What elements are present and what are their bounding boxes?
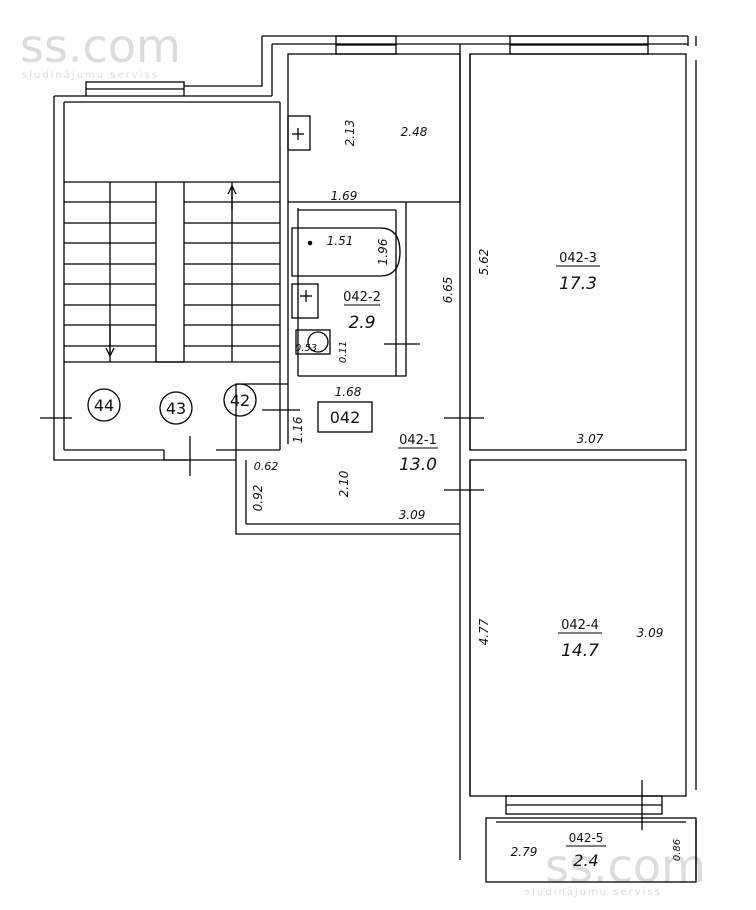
- stair-marker-43: 43: [166, 399, 186, 418]
- watermark-tagline-bottom: sludinājumu serviss: [525, 887, 662, 898]
- dim-hall-depth: 2.10: [337, 470, 351, 497]
- dim-tub-width: 1.96: [376, 238, 390, 265]
- dim-bath-width: 1.69: [331, 189, 358, 203]
- dim-niche-depth: 0.92: [251, 485, 265, 512]
- dim-room3-length: 5.62: [477, 249, 491, 276]
- stair-marker-44-circle: [87, 388, 121, 422]
- dim-wc-width: 2.48: [401, 125, 428, 139]
- dim-wc-height: 2.13: [343, 120, 357, 147]
- dim-room4-length: 4.77: [477, 618, 491, 645]
- room-code-042-2: 042-2: [343, 290, 381, 305]
- watermark-tagline-top: sludinājumu serviss: [22, 70, 159, 81]
- room-labels: 042-2 2.9 042-1 13.0 042-3 17.3 042-4 14…: [343, 251, 606, 870]
- dim-room3-width: 3.07: [577, 432, 604, 446]
- dim-balcony-width: 2.79: [511, 845, 538, 859]
- room-area-042-3: 17.3: [559, 274, 597, 294]
- watermark-logo-bottom: ss.com: [545, 839, 706, 893]
- room-area-042-4: 14.7: [561, 641, 599, 661]
- stair-marker-42-circle: [223, 383, 257, 417]
- dimension-labels: 2.13 2.48 1.69 1.51 1.96 0.53 0.11 6.65 …: [251, 120, 683, 861]
- dim-basin-b: 0.11: [338, 341, 349, 363]
- stair-marker-43-circle: [159, 391, 193, 425]
- watermark-logo-top: ss.com: [20, 19, 181, 73]
- stair-marker-42: 42: [230, 391, 250, 410]
- stair-markers: 44 43 42: [87, 383, 257, 425]
- dim-room4-width: 3.09: [637, 626, 664, 640]
- walls: [40, 35, 697, 883]
- room-area-042-5: 2.4: [573, 851, 598, 870]
- room-code-042-3: 042-3: [559, 251, 597, 266]
- stair-marker-44: 44: [94, 396, 114, 415]
- dim-balcony-depth: 0.86: [672, 839, 683, 861]
- dim-niche-width: 0.62: [254, 460, 279, 473]
- apartment-number-box: [317, 401, 373, 433]
- dim-hall-length: 6.65: [441, 277, 455, 304]
- room-code-042-1: 042-1: [399, 433, 437, 448]
- room-area-042-2: 2.9: [348, 313, 375, 333]
- room-area-042-1: 13.0: [399, 455, 437, 475]
- apartment-number: 042: [330, 408, 361, 427]
- dim-tub-length: 1.51: [327, 234, 354, 248]
- dim-hall-bottom: 3.09: [399, 508, 426, 522]
- dim-basin-a: 0.53: [295, 343, 317, 354]
- room-code-042-5: 042-5: [569, 831, 604, 845]
- room-code-042-4: 042-4: [561, 618, 599, 633]
- dim-corridor-width: 1.68: [335, 385, 362, 399]
- dim-hall-width: 1.16: [291, 416, 305, 443]
